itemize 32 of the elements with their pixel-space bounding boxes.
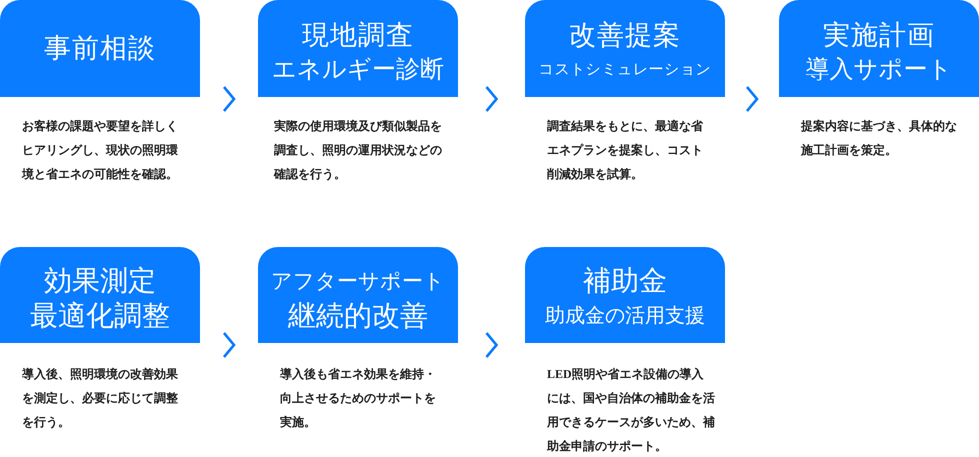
step-header (0, 247, 200, 343)
step-header (0, 0, 200, 97)
step-title: アフターサポート (271, 268, 445, 295)
step-title: 改善提案 (569, 18, 681, 52)
step-description: 提案内容に基づき、具体的な施工計画を策定。 (801, 118, 958, 159)
step-description: 実際の使用環境及び類似製品を調査し、照明の運用状況などの確認を行う。 (274, 118, 443, 183)
chevron-arrow (486, 86, 498, 112)
step-header (258, 0, 458, 97)
step-description: 導入後、照明環境の改善効果を測定し、必要に応じて調整を行う。 (22, 366, 179, 431)
step-description: LED照明や省エネ設備の導入には、国や自治体の補助金を活用できるケースが多いため、補助金申請のサポート。 (547, 366, 716, 455)
step-title: 事前相談 (44, 32, 156, 65)
chevron-arrow (223, 332, 236, 358)
step-header (525, 0, 725, 97)
step-subtitle: 導入サポート (806, 56, 952, 84)
step-title: 補助金 (583, 265, 667, 299)
step-header (258, 247, 458, 343)
chevron-arrow (746, 86, 759, 112)
step-subtitle: エネルギー診断 (272, 56, 444, 84)
step-description: 導入後も省エネ効果を維持・向上させるためのサポートを実施。 (280, 366, 437, 431)
step-description: 調査結果をもとに、最適な省エネプランを提案し、コスト削減効果を試算。 (547, 118, 704, 183)
step-title: 実施計画 (823, 18, 935, 52)
step-description: お客様の課題や要望を詳しくヒアリングし、現状の照明環境と省エネの可能性を確認。 (22, 118, 179, 183)
step-title: 効果測定 (44, 265, 156, 299)
step-subtitle: 継続的改善 (288, 300, 428, 334)
chevron-arrow (223, 86, 236, 112)
step-header (779, 0, 979, 97)
step-subtitle: 助成金の活用支援 (545, 304, 705, 329)
step-subtitle: 最適化調整 (30, 300, 170, 334)
step-subtitle: コストシミュレーション (538, 60, 712, 80)
chevron-arrow (486, 332, 498, 358)
step-title: 現地調査 (302, 18, 414, 52)
step-header (525, 247, 725, 343)
